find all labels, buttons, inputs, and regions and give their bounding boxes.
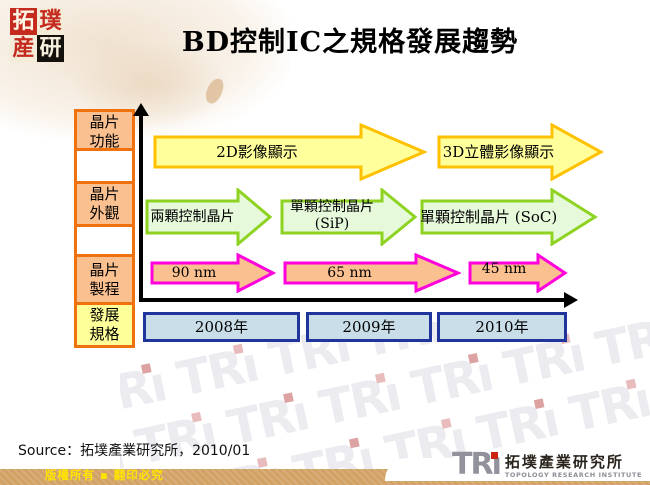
arrow-single-chip-soc: 單顆控制晶片 (SoC)	[420, 188, 598, 246]
year-box-2010: 2010年	[437, 312, 567, 342]
arrow-label: 2D影像顯示	[216, 143, 298, 161]
logo-char: 産	[10, 35, 37, 62]
arrow-90nm: 90 nm	[150, 253, 276, 293]
arrow-label: 3D立體影像顯示	[442, 143, 555, 161]
tri-brand-logo: TRı 拓墣產業研究所 TOPOLOGY RESEARCH INSTITUTE	[452, 447, 642, 482]
logo-char: 拓	[10, 8, 37, 35]
year-box-2008: 2008年	[143, 312, 300, 342]
arrow-label: 45 nm	[481, 261, 527, 277]
tri-logotype: TRı	[452, 447, 502, 482]
tri-seal-logo: 拓 璞 産 研	[10, 8, 64, 62]
arrow-label: 單顆控制晶片 (SiP)	[290, 199, 374, 232]
brand-chinese-name: 拓墣產業研究所	[504, 452, 624, 471]
row-label-chip-function: 晶片 功能	[74, 109, 135, 154]
row-spacer-box	[74, 224, 135, 257]
arrow-65nm: 65 nm	[283, 253, 461, 293]
horizontal-axis	[141, 298, 565, 302]
arrow-label: 65 nm	[327, 265, 372, 281]
row-label-development-spec: 發展 規格	[74, 302, 135, 348]
vertical-axis-arrowhead-icon	[133, 103, 149, 116]
row-label-chip-process: 晶片 製程	[74, 254, 135, 305]
year-box-2009: 2009年	[306, 312, 432, 342]
row-spacer-box	[74, 148, 135, 184]
arrow-two-chip: 兩顆控制晶片	[145, 188, 273, 246]
slide-title: BD控制IC之規格發展趨勢	[181, 27, 519, 58]
logo-char: 研	[37, 35, 64, 62]
arrow-label: 兩顆控制晶片	[150, 209, 235, 225]
vertical-axis	[139, 114, 143, 302]
arrow-single-chip-sip: 單顆控制晶片 (SiP)	[280, 188, 418, 246]
source-citation: Source：拓墣產業研究所，2010/01	[18, 443, 251, 459]
brand-english-name: TOPOLOGY RESEARCH INSTITUTE	[504, 470, 642, 479]
arrow-3d-display: 3D立體影像顯示	[437, 123, 604, 181]
horizontal-axis-arrowhead-icon	[564, 292, 578, 308]
brand-background-band	[385, 458, 650, 481]
logo-char: 璞	[37, 8, 64, 35]
arrow-45nm: 45 nm	[468, 253, 568, 293]
row-label-chip-appearance: 晶片 外觀	[74, 181, 135, 227]
arrow-2d-display: 2D影像顯示	[153, 123, 427, 181]
copyright-notice: 版權所有 ▪ 翻印必究	[45, 468, 164, 482]
arrow-label: 單顆控制晶片 (SoC)	[420, 208, 558, 226]
arrow-label: 90 nm	[171, 265, 217, 281]
